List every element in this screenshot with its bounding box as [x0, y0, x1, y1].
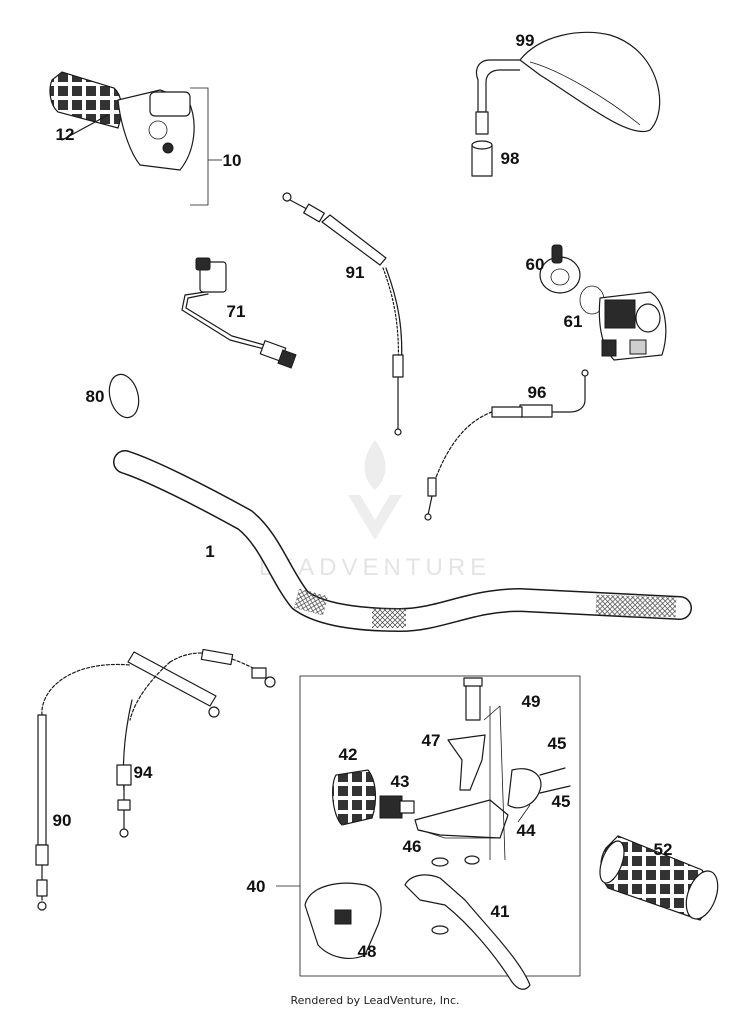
callout-99: 99: [516, 31, 535, 50]
callout-71: 71: [227, 302, 246, 321]
callout-44: 44: [517, 821, 536, 840]
callout-80: 80: [86, 387, 105, 406]
callout-1: 1: [205, 542, 214, 561]
clutch-cables: [35, 648, 276, 911]
callout-43: 43: [391, 772, 410, 791]
callout-98: 98: [501, 149, 520, 168]
callout-10: 10: [223, 151, 242, 170]
callout-90: 90: [53, 811, 72, 830]
left-grip: [599, 835, 719, 921]
callout-46: 46: [403, 837, 422, 856]
clutch-lever-assembly: [304, 677, 571, 990]
callout-45a: 45: [548, 734, 567, 753]
callout-40: 40: [247, 877, 266, 896]
callout-45b: 45: [552, 792, 571, 811]
callout-labels: 1 10 12 40 41 42 43 44 45 45 46 47 48 49 52 60 61 71 80 90 9…: [53, 31, 673, 961]
callout-60: 60: [526, 255, 545, 274]
lever-assembly-frame: [299, 675, 581, 977]
watermark-logo: [348, 440, 402, 540]
throttle-cable: [282, 192, 404, 436]
callout-48: 48: [358, 942, 377, 961]
mirror: [471, 31, 661, 177]
callout-41: 41: [491, 902, 510, 921]
callout-96: 96: [528, 383, 547, 402]
kill-switch: [181, 257, 297, 369]
callout-52: 52: [654, 840, 673, 859]
switch-housing: [539, 244, 667, 361]
callout-47: 47: [422, 731, 441, 750]
footer-credit: Rendered by LeadVenture, Inc.: [290, 994, 459, 1007]
hot-start-cable: [424, 369, 589, 521]
callout-94: 94: [134, 763, 153, 782]
callout-12: 12: [56, 125, 75, 144]
callout-49: 49: [522, 692, 541, 711]
throttle-grip-assembly: [49, 71, 222, 206]
handlebar: [113, 450, 692, 633]
cable-clip: [108, 373, 140, 419]
callout-42: 42: [339, 745, 358, 764]
callout-91: 91: [346, 263, 365, 282]
callout-61: 61: [564, 312, 583, 331]
